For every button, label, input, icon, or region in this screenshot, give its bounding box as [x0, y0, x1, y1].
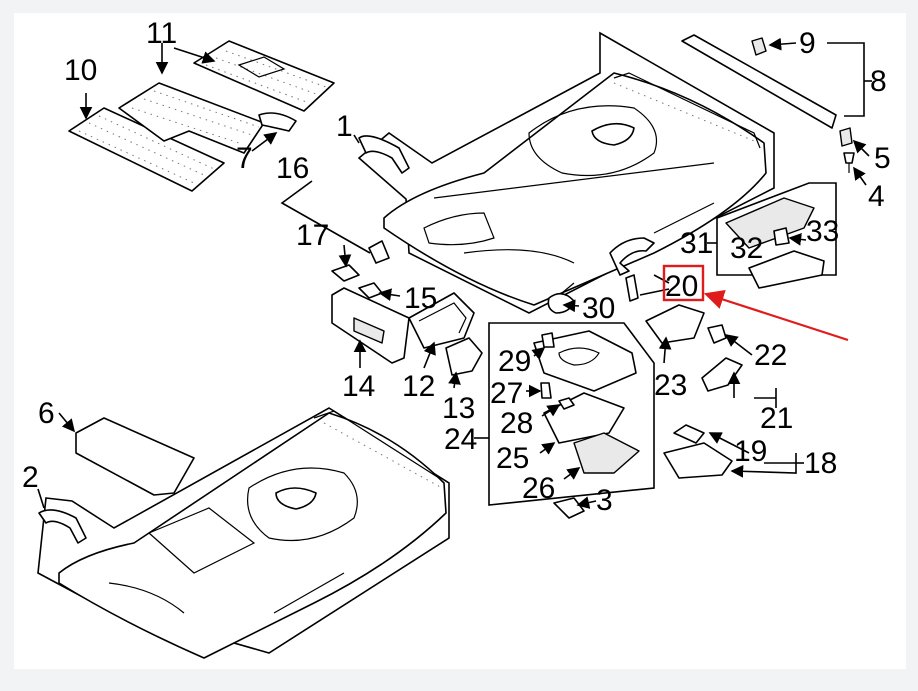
callout-2[interactable]: 2 — [22, 461, 39, 494]
callout-labels: 11 10 7 1 9 8 5 4 16 17 15 14 12 13 6 2 … — [22, 17, 891, 517]
callout-15[interactable]: 15 — [404, 282, 437, 315]
callout-32[interactable]: 32 — [730, 232, 763, 265]
callout-17[interactable]: 17 — [296, 219, 329, 252]
callout-6[interactable]: 6 — [38, 397, 55, 430]
highlight-callout-20 — [662, 264, 849, 342]
console-group-24 — [488, 322, 655, 506]
headliner-upper — [357, 31, 775, 314]
callout-1[interactable]: 1 — [336, 110, 353, 143]
callout-23[interactable]: 23 — [654, 369, 687, 402]
sunroof-glass — [75, 417, 195, 496]
callout-9[interactable]: 9 — [799, 27, 816, 60]
headliner-lower — [37, 407, 450, 659]
diagram-frame: 11 10 7 1 9 8 5 4 16 17 15 14 12 13 6 2 … — [14, 13, 906, 669]
callout-25[interactable]: 25 — [496, 442, 529, 475]
callout-18[interactable]: 18 — [804, 447, 837, 480]
callout-21[interactable]: 21 — [760, 402, 793, 435]
callout-31[interactable]: 31 — [680, 227, 713, 260]
callout-26[interactable]: 26 — [522, 472, 555, 505]
callout-30[interactable]: 30 — [582, 292, 615, 325]
callout-28[interactable]: 28 — [500, 407, 533, 440]
callout-20[interactable]: 20 — [665, 270, 698, 303]
console-12-13 — [408, 292, 483, 376]
callout-16[interactable]: 16 — [276, 152, 309, 185]
parts-18-19-3 — [553, 424, 733, 519]
callout-10[interactable]: 10 — [64, 54, 97, 87]
callout-8[interactable]: 8 — [870, 65, 887, 98]
callout-4[interactable]: 4 — [868, 180, 885, 213]
callout-5[interactable]: 5 — [874, 142, 891, 175]
part-7-bracket — [258, 112, 297, 132]
part-20-handle — [609, 237, 655, 302]
callout-12[interactable]: 12 — [402, 370, 435, 403]
module-31-33 — [716, 182, 837, 289]
leader-lines — [37, 37, 872, 509]
trim-strip — [681, 34, 855, 173]
callout-29[interactable]: 29 — [498, 345, 531, 378]
callout-24[interactable]: 24 — [444, 423, 477, 456]
insulation-pads — [68, 40, 335, 192]
callout-19[interactable]: 19 — [734, 435, 767, 468]
callout-27[interactable]: 27 — [490, 377, 523, 410]
callout-13[interactable]: 13 — [442, 392, 475, 425]
grab-handle-1 — [358, 135, 410, 174]
grab-handle-2 — [38, 509, 87, 544]
sun-visor-group — [331, 240, 410, 364]
callout-11[interactable]: 11 — [146, 17, 177, 50]
callout-22[interactable]: 22 — [754, 339, 787, 372]
callout-14[interactable]: 14 — [342, 370, 375, 403]
callout-7[interactable]: 7 — [236, 142, 253, 175]
callout-3[interactable]: 3 — [596, 484, 613, 517]
parts-diagram: 11 10 7 1 9 8 5 4 16 17 15 14 12 13 6 2 … — [22, 17, 891, 659]
callout-33[interactable]: 33 — [806, 215, 839, 248]
